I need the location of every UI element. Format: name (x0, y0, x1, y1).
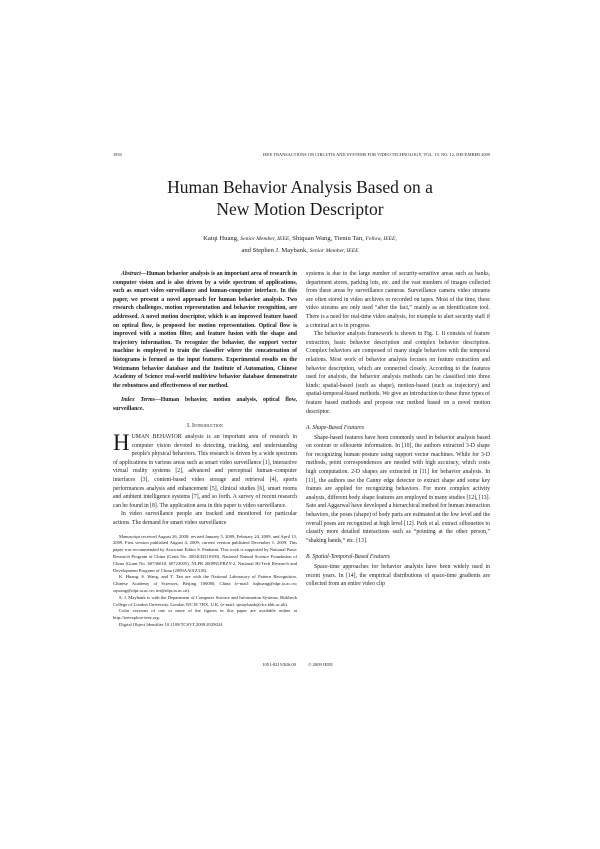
drop-cap: H (113, 430, 130, 456)
footnotes: Manuscript received August 26, 2008; rev… (113, 534, 297, 629)
subsection-heading-b: B. Spatial-Temporal-Based Features (306, 554, 391, 561)
section-heading-introduction: I. Introduction (187, 422, 223, 429)
abstract: Abstract—Human behavior analysis is an i… (113, 270, 297, 390)
index-terms-text: —Human behavior, motion analysis, optica… (113, 397, 297, 412)
intro-paragraph-3: systems is due to the large number of se… (306, 271, 490, 329)
footnote-doi: Digital Object Identifier 10.1109/TCSVT.… (119, 621, 223, 627)
left-column: Abstract—Human behavior analysis is an i… (113, 270, 297, 629)
author-1: Kaiqi Huang, (203, 235, 239, 242)
footnote-manuscript: Manuscript received August 26, 2008; rev… (113, 533, 297, 573)
author-3: and Stephen J. Maybank, (241, 247, 308, 254)
running-header: IEEE TRANSACTIONS ON CIRCUITS AND SYSTEM… (262, 152, 490, 157)
section-a-paragraph: Shape-based features have been commonly … (306, 434, 490, 544)
author-2: Shiquan Wang, Tieniu Tan, (292, 235, 364, 242)
subsection-heading-a: A. Shape-Based Features (306, 425, 365, 432)
paper-title: Human Behavior Analysis Based on a New M… (100, 176, 500, 220)
author-1-role: Senior Member, IEEE, (240, 236, 291, 242)
section-b-paragraph: Space-time approaches for behavior analy… (306, 564, 490, 588)
author-2-role: Fellow, IEEE, (365, 236, 397, 242)
title-line-1: Human Behavior Analysis Based on a (167, 177, 433, 197)
footer-copyright: © 2009 IEEE (308, 662, 333, 667)
footer-price: 1051-8215/$26.00 (262, 662, 296, 667)
intro-p1-text: UMAN BEHAVIOR analysis is an important a… (113, 434, 297, 509)
index-terms: Index Terms—Human behavior, motion analy… (113, 396, 297, 413)
footnote-affiliation-1: K. Huang, S. Wang, and T. Tan are with t… (113, 574, 297, 593)
author-list: Kaiqi Huang, Senior Member, IEEE, Shiqua… (100, 233, 500, 257)
title-line-2: New Motion Descriptor (216, 199, 384, 219)
index-terms-label: Index Terms (121, 397, 155, 404)
footnote-affiliation-2: S. J. Maybank is with the Department of … (113, 594, 297, 607)
footnote-color: Color versions of one or more of the fig… (113, 608, 297, 621)
intro-paragraph-4: The behavior analysis framework is shown… (306, 331, 490, 415)
abstract-text: —Human behavior analysis is an important… (113, 271, 297, 389)
right-column: systems is due to the large number of se… (306, 270, 490, 589)
intro-paragraph-2: In video surveillance people are tracked… (113, 511, 297, 527)
page-number: 1830 (113, 152, 122, 157)
abstract-label: Abstract (121, 271, 141, 277)
author-3-role: Senior Member, IEEE (309, 248, 359, 254)
